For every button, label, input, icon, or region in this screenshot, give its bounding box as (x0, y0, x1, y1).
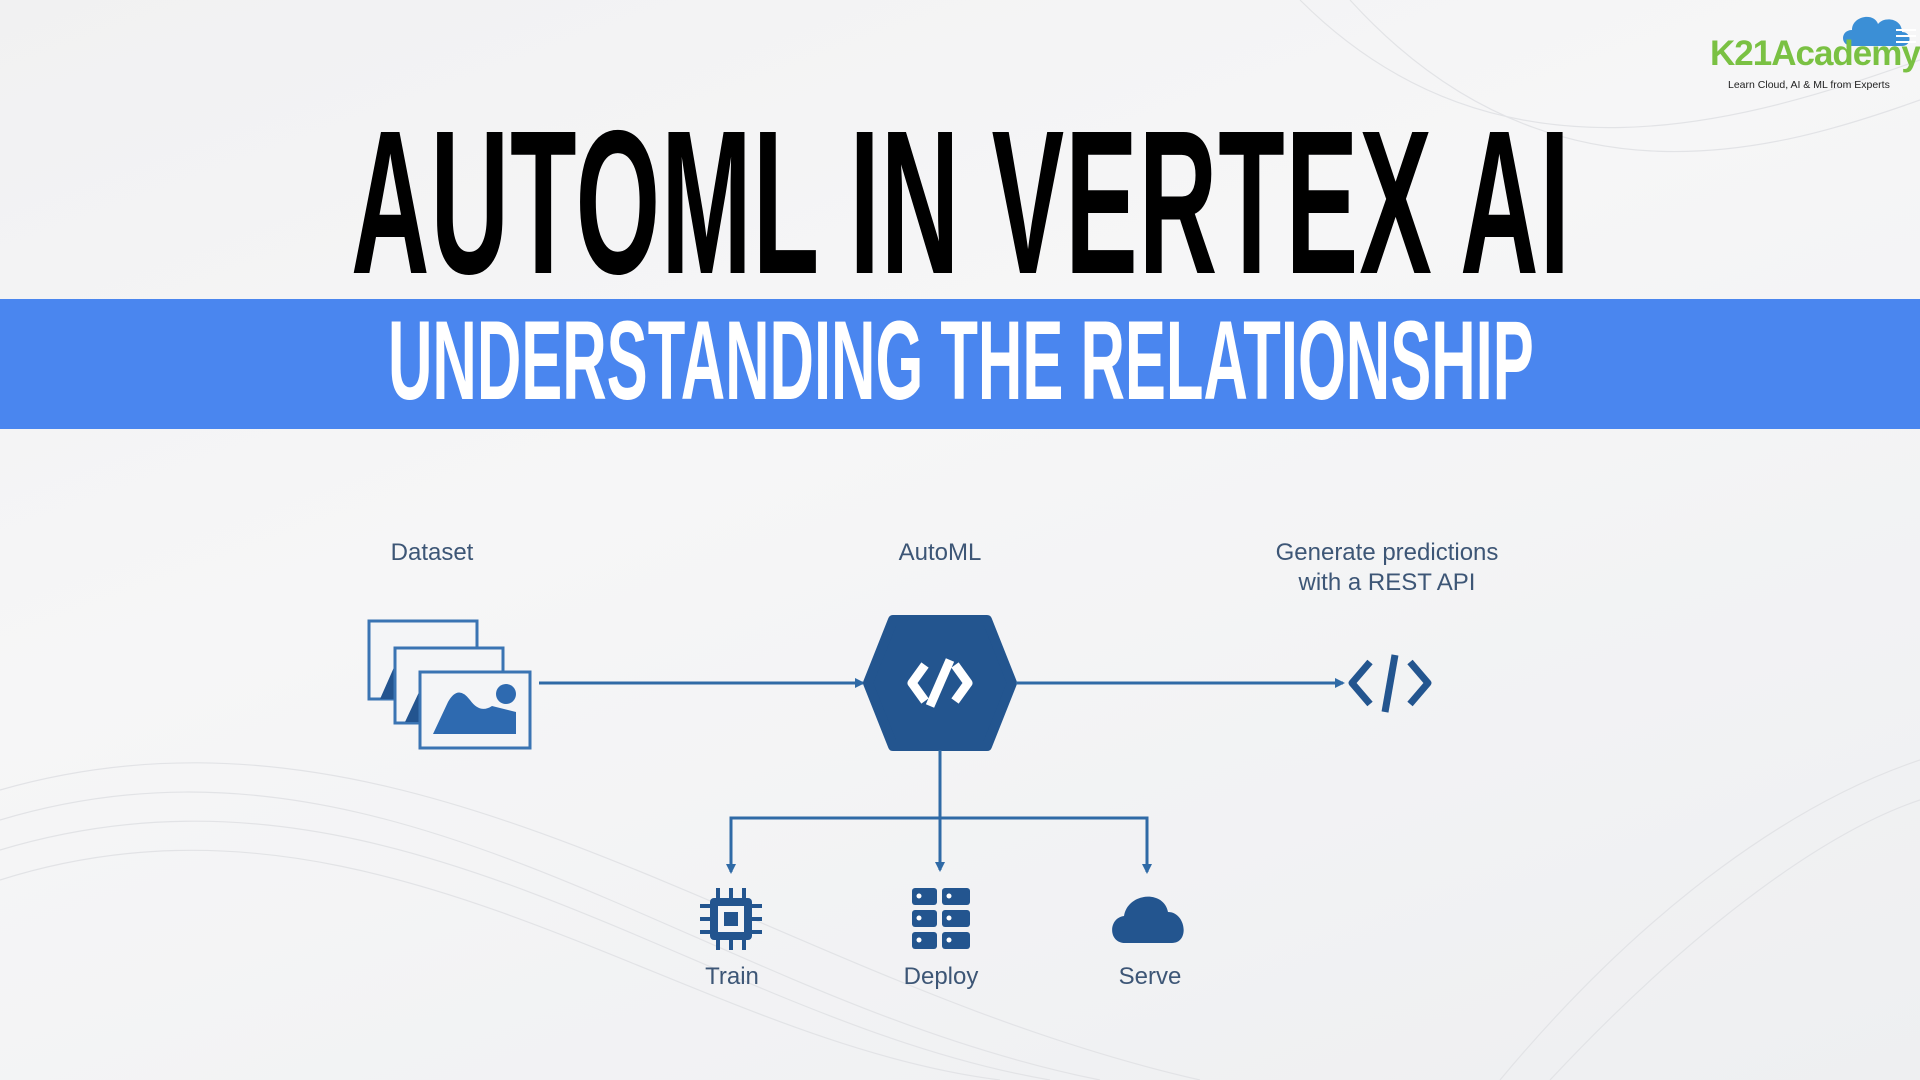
logo-wordmark: K21Academy (1710, 34, 1920, 73)
predictions-label-line2: with a REST API (1298, 569, 1476, 596)
cloud-icon (1112, 896, 1184, 943)
predictions-label: Generate predictions with a REST API (1276, 538, 1499, 598)
automl-label: AutoML (898, 539, 982, 566)
page-title: AUTOML IN VERTEX AI (351, 88, 1571, 317)
train-label: Train (705, 963, 759, 990)
dataset-images-icon (367, 619, 532, 750)
page-subtitle: UNDERSTANDING THE RELATIONSHIP (388, 298, 1534, 423)
cloud-database-icon (1843, 16, 1916, 46)
subtitle-band (0, 299, 1920, 429)
server-grid-icon (912, 888, 970, 949)
k21academy-logo: K21Academy Learn Cloud, AI & ML from Exp… (1700, 8, 1920, 91)
deploy-label: Deploy (903, 963, 979, 990)
automl-hexagon-icon (863, 615, 1017, 751)
dataset-label: Dataset (390, 539, 474, 566)
serve-label: Serve (1118, 963, 1182, 990)
chip-icon (700, 888, 762, 950)
logo-tagline: Learn Cloud, AI & ML from Experts (1728, 79, 1890, 91)
code-api-icon (1348, 654, 1432, 713)
branch-connectors (726, 750, 1152, 874)
predictions-label-line1: Generate predictions (1275, 539, 1499, 566)
